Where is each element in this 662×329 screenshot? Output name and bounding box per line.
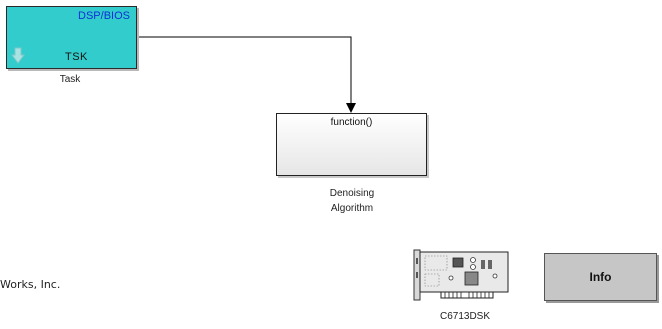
task-block-caption: Task — [59, 74, 81, 85]
algorithm-block-caption: Denoising Algorithm — [296, 186, 408, 216]
task-block[interactable]: DSP/BIOS TSK — [6, 6, 137, 69]
algorithm-caption-line2: Algorithm — [330, 203, 374, 214]
down-arrow-icon — [11, 47, 25, 64]
board-block-caption: C6713DSK — [439, 311, 491, 322]
circuit-board-icon[interactable] — [413, 248, 512, 304]
task-port-label: TSK — [65, 51, 88, 63]
info-button[interactable]: Info — [544, 253, 657, 301]
task-block-header: DSP/BIOS — [78, 10, 130, 22]
denoising-algorithm-block[interactable]: function() — [276, 113, 427, 176]
copyright-text: Works, Inc. — [0, 278, 61, 291]
connector-arrowhead — [346, 103, 356, 113]
algorithm-caption-line1: Denoising — [329, 188, 375, 199]
algorithm-block-header: function() — [330, 117, 373, 128]
